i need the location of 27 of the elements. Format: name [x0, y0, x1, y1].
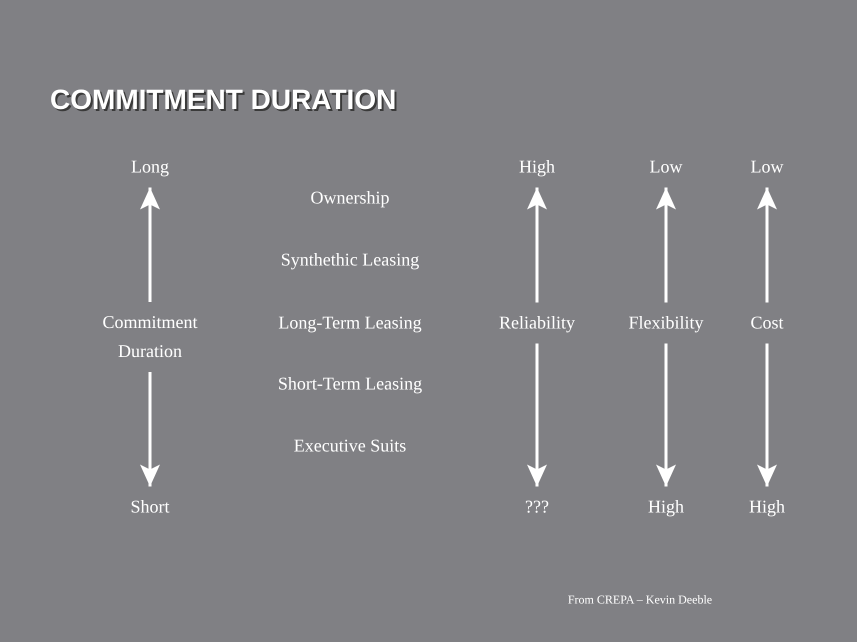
option-label: Short-Term Leasing: [278, 374, 422, 394]
arrow: [527, 344, 547, 486]
scale-end-label: High: [749, 492, 785, 522]
scale-end-label: Low: [650, 152, 682, 182]
option-label: Synthethic Leasing: [280, 250, 420, 270]
axis-label: Cost: [750, 308, 784, 338]
scale-end-label: Short: [130, 492, 170, 522]
option-label: Long-Term Leasing: [278, 312, 422, 334]
scale-end-label: Low: [750, 152, 784, 182]
slide-title: COMMITMENT DURATION: [50, 84, 396, 116]
axis-label: Commitment Duration: [85, 308, 215, 366]
scale-end-label: ???: [525, 492, 549, 522]
arrow: [757, 344, 777, 486]
arrow: [527, 188, 547, 302]
scale-end-label: High: [648, 492, 684, 522]
arrow: [140, 372, 160, 486]
arrow: [656, 188, 676, 302]
option-label: Executive Suits: [294, 436, 406, 456]
source-note: From CREPA – Kevin Deeble: [568, 592, 712, 608]
option-label: Ownership: [310, 188, 390, 208]
arrow: [140, 188, 160, 302]
scale-end-label: High: [519, 152, 555, 182]
axis-label: Reliability: [499, 308, 575, 338]
axis-label: Flexibility: [628, 308, 704, 338]
scale-end-label: Long: [131, 152, 169, 182]
arrow: [757, 188, 777, 302]
arrow: [656, 344, 676, 486]
